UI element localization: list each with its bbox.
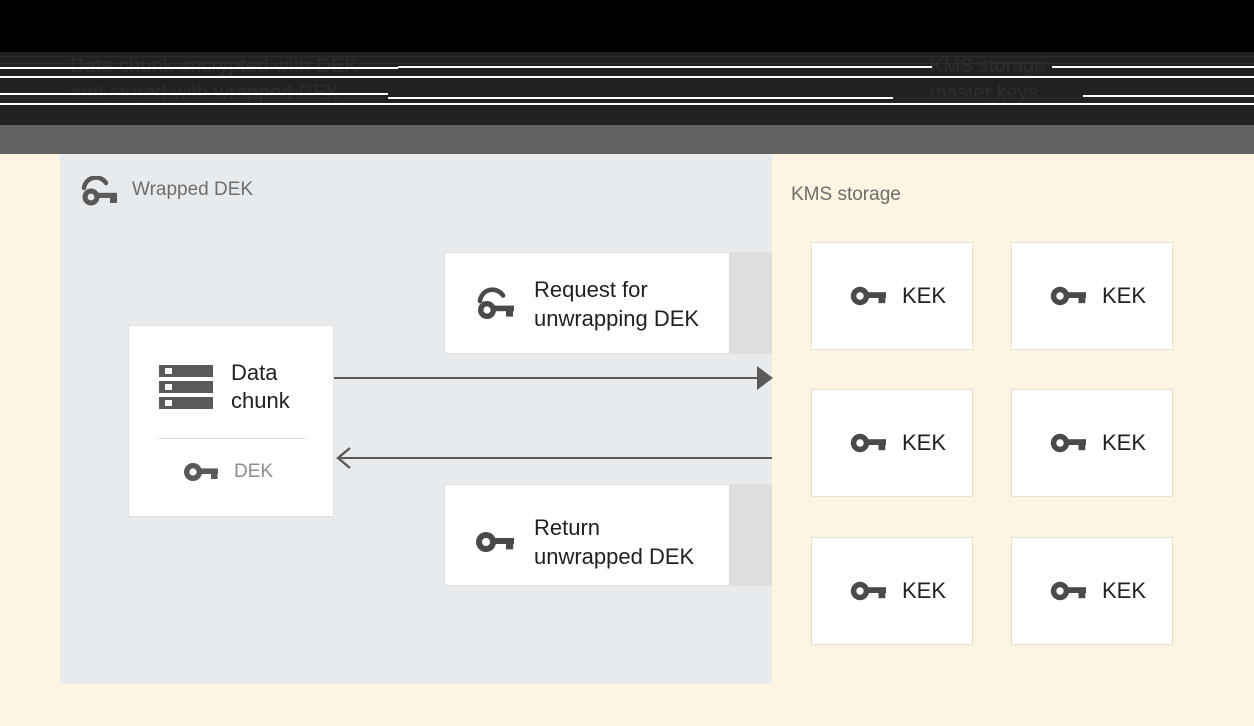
header-artifact-line (0, 76, 1254, 78)
kek-content: KEK (850, 578, 946, 604)
kek-label: KEK (1102, 283, 1147, 308)
header-artifact-line (1083, 95, 1254, 97)
kek-box[interactable]: KEK (811, 242, 973, 350)
data-chunk-label: Data chunk (231, 360, 290, 413)
header-caption-line1: Data chunk encrypted with DEK (70, 55, 359, 77)
kek-label: KEK (902, 578, 947, 603)
kek-content: KEK (850, 283, 946, 309)
wrapped-dek-panel-title: Wrapped DEK (132, 179, 254, 200)
key-icon (850, 284, 886, 308)
dek-label: DEK (234, 461, 274, 482)
request-card-label: Request for unwrapping DEK (534, 277, 700, 331)
return-arrow-head (334, 446, 354, 470)
request-arrow-head (757, 366, 773, 390)
key-icon (850, 579, 886, 603)
header-artifact-line (0, 103, 1254, 105)
top-black-band (0, 0, 1254, 52)
header-caption-right-line2: master keys (930, 82, 1038, 104)
kek-content: KEK (1050, 283, 1146, 309)
request-card-shadow (730, 252, 772, 354)
request-arrow-line (334, 377, 770, 379)
header-artifact-line (1052, 66, 1254, 68)
kek-box[interactable]: KEK (1011, 389, 1173, 497)
header-gray-band (0, 125, 1254, 154)
kek-label: KEK (1102, 430, 1147, 455)
return-unwrapped-card[interactable]: Return unwrapped DEK (444, 484, 730, 586)
wrapped-dek-panel: Wrapped DEK Data chunk (60, 154, 772, 684)
kek-label: KEK (1102, 578, 1147, 603)
key-icon (1050, 284, 1086, 308)
header-artifact-line (388, 97, 893, 99)
kek-box[interactable]: KEK (1011, 242, 1173, 350)
return-card-label: Return unwrapped DEK (534, 515, 695, 569)
kek-content: KEK (1050, 430, 1146, 456)
request-card-content: Request for unwrapping DEK (475, 275, 699, 333)
kek-label: KEK (902, 430, 947, 455)
header-artifact-line (398, 66, 932, 68)
key-icon (1050, 579, 1086, 603)
return-card-content: Return unwrapped DEK (475, 513, 694, 571)
kms-storage-title: KMS storage (791, 184, 901, 205)
data-chunk-card[interactable]: Data chunk DEK (128, 325, 334, 517)
kek-box[interactable]: KEK (811, 537, 973, 645)
kek-label: KEK (902, 283, 947, 308)
data-chunk-divider (159, 438, 305, 439)
request-unwrap-card[interactable]: Request for unwrapping DEK (444, 252, 730, 354)
kek-content: KEK (850, 430, 946, 456)
header-artifact-line (0, 67, 398, 69)
key-icon (184, 461, 218, 483)
header-caption-right-line1: KMS storage (930, 55, 1046, 77)
header-artifact-line (0, 93, 388, 95)
key-icon (1050, 431, 1086, 455)
key-icon (475, 529, 515, 555)
storage-icon (159, 363, 213, 411)
data-chunk-dek-row: DEK (184, 461, 273, 483)
wrapped-key-icon (80, 176, 118, 206)
kek-box[interactable]: KEK (811, 389, 973, 497)
kek-content: KEK (1050, 578, 1146, 604)
return-card-shadow (730, 484, 772, 586)
key-icon (850, 431, 886, 455)
wrapped-key-icon (475, 287, 515, 321)
return-arrow-line (338, 457, 772, 459)
data-chunk-header: Data chunk (159, 359, 290, 415)
kek-box[interactable]: KEK (1011, 537, 1173, 645)
header-dark-band (0, 52, 1254, 125)
